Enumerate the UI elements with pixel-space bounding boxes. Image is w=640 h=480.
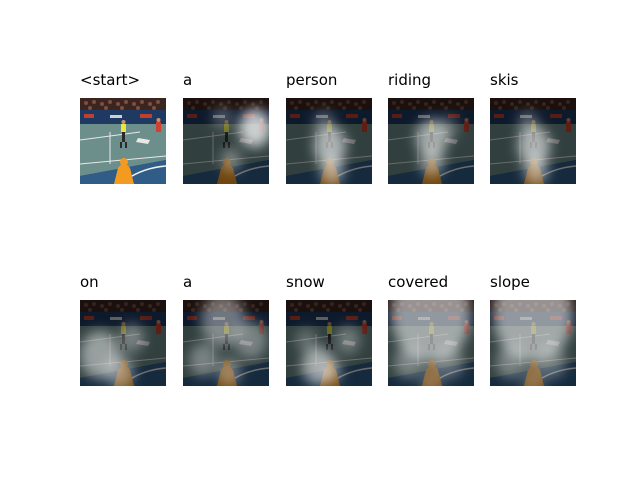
word-label: riding (388, 71, 432, 89)
attention-image (490, 300, 576, 386)
attention-image (183, 98, 269, 184)
attention-image (388, 98, 474, 184)
word-label: covered (388, 273, 449, 291)
word-label: a (183, 273, 193, 291)
word-label: a (183, 71, 193, 89)
attention-image (80, 300, 166, 386)
attention-image (80, 98, 166, 184)
word-label: person (286, 71, 338, 89)
word-label: <start> (80, 71, 141, 89)
word-label: slope (490, 273, 530, 291)
attention-image (490, 98, 576, 184)
attention-image (286, 98, 372, 184)
attention-image (286, 300, 372, 386)
word-label: skis (490, 71, 519, 89)
attention-image (388, 300, 474, 386)
word-label: snow (286, 273, 325, 291)
word-label: on (80, 273, 99, 291)
attention-image (183, 300, 269, 386)
